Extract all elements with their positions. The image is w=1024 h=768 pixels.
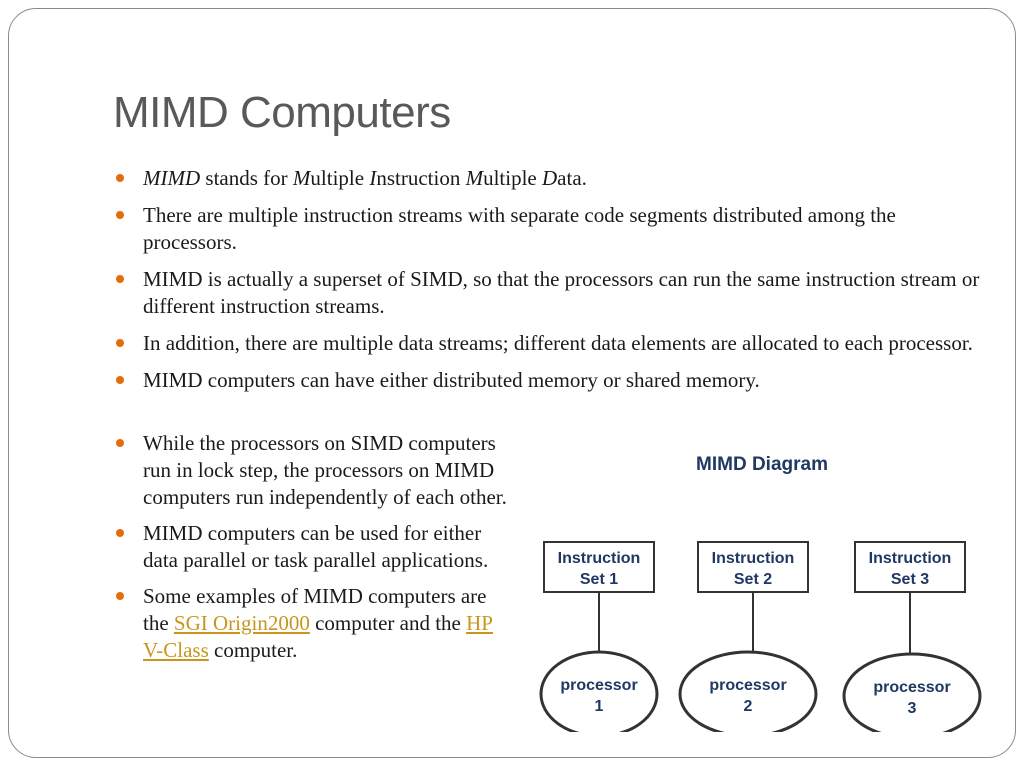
- instruction-set-label: Instruction: [869, 550, 952, 567]
- text-run: computer.: [208, 638, 298, 662]
- instruction-set-2-box: Instruction Set 2: [697, 541, 809, 593]
- instruction-set-number: Set 2: [734, 571, 772, 588]
- bullet-item: While the processors on SIMD computers r…: [113, 430, 508, 511]
- processor-number: 3: [908, 700, 917, 717]
- text-run: ata.: [557, 166, 587, 190]
- bullet-item: In addition, there are multiple data str…: [113, 330, 983, 357]
- bullet-item: MIMD computers can have either distribut…: [113, 367, 983, 394]
- bullet-text: Some examples of MIMD computers are the …: [143, 584, 493, 662]
- bullet-dot-icon: [116, 211, 124, 219]
- bullet-text: In addition, there are multiple data str…: [143, 331, 973, 355]
- text-run: nstruction: [376, 166, 466, 190]
- instruction-set-number: Set 1: [580, 571, 618, 588]
- bullet-dot-icon: [116, 592, 124, 600]
- text-run: computer and the: [309, 611, 467, 635]
- instruction-set-3-box: Instruction Set 3: [854, 541, 966, 593]
- slide-frame: [8, 8, 1016, 758]
- bullet-item: MIMD computers can be used for either da…: [113, 520, 508, 574]
- bullet-item: MIMD is actually a superset of SIMD, so …: [113, 266, 983, 320]
- emphasis-text: I: [369, 166, 377, 190]
- bullet-dot-icon: [116, 529, 124, 537]
- bullet-dot-icon: [116, 275, 124, 283]
- bullet-text: MIMD computers can be used for either da…: [143, 521, 489, 572]
- instruction-set-label: Instruction: [712, 550, 795, 567]
- processor-3-node: processor 3: [842, 652, 982, 732]
- main-bullet-list: MIMD stands for Multiple Instruction Mul…: [113, 165, 983, 404]
- bullet-dot-icon: [116, 376, 124, 384]
- hyperlink[interactable]: HP V-Class: [143, 611, 493, 662]
- instruction-set-number: Set 3: [891, 571, 929, 588]
- bullet-dot-icon: [116, 339, 124, 347]
- text-run: stands for: [200, 166, 293, 190]
- emphasis-text: D: [542, 166, 558, 190]
- diagram-title: MIMD Diagram: [696, 454, 828, 475]
- bullet-text: MIMD stands for Multiple Instruction Mul…: [143, 166, 587, 190]
- hyperlink[interactable]: SGI Origin2000: [173, 611, 310, 635]
- bullet-text: While the processors on SIMD computers r…: [143, 431, 507, 509]
- text-run: ultiple: [483, 166, 542, 190]
- processor-label: processor: [709, 677, 786, 694]
- processor-label: processor: [873, 679, 950, 696]
- emphasis-text: M: [465, 166, 484, 190]
- processor-label: processor: [560, 677, 637, 694]
- text-run: Some examples of MIMD computers are the: [143, 584, 487, 635]
- mimd-diagram: MIMD Diagram Instruction Set 1 Instructi…: [530, 432, 1000, 732]
- bullet-text: MIMD computers can have either distribut…: [143, 368, 760, 392]
- mimd-diagram-svg: MIMD Diagram Instruction Set 1 Instructi…: [539, 454, 982, 732]
- bullet-item: Some examples of MIMD computers are the …: [113, 583, 508, 664]
- bullet-item: There are multiple instruction streams w…: [113, 202, 983, 256]
- bullet-item: MIMD stands for Multiple Instruction Mul…: [113, 165, 983, 192]
- instruction-set-1-box: Instruction Set 1: [543, 541, 655, 593]
- lower-bullet-list: While the processors on SIMD computers r…: [113, 430, 508, 673]
- instruction-set-label: Instruction: [558, 550, 641, 567]
- bullet-dot-icon: [116, 174, 124, 182]
- processor-2-node: processor 2: [678, 650, 818, 732]
- text-run: ultiple: [310, 166, 370, 190]
- emphasis-text: MIMD: [143, 166, 201, 190]
- slide-title: MIMD Computers: [113, 88, 451, 137]
- bullet-text: MIMD is actually a superset of SIMD, so …: [143, 267, 980, 318]
- bullet-dot-icon: [116, 439, 124, 447]
- emphasis-text: M: [292, 166, 311, 190]
- processor-number: 1: [595, 698, 604, 715]
- processor-number: 2: [744, 698, 753, 715]
- bullet-text: There are multiple instruction streams w…: [143, 203, 896, 254]
- processor-1-node: processor 1: [539, 650, 659, 732]
